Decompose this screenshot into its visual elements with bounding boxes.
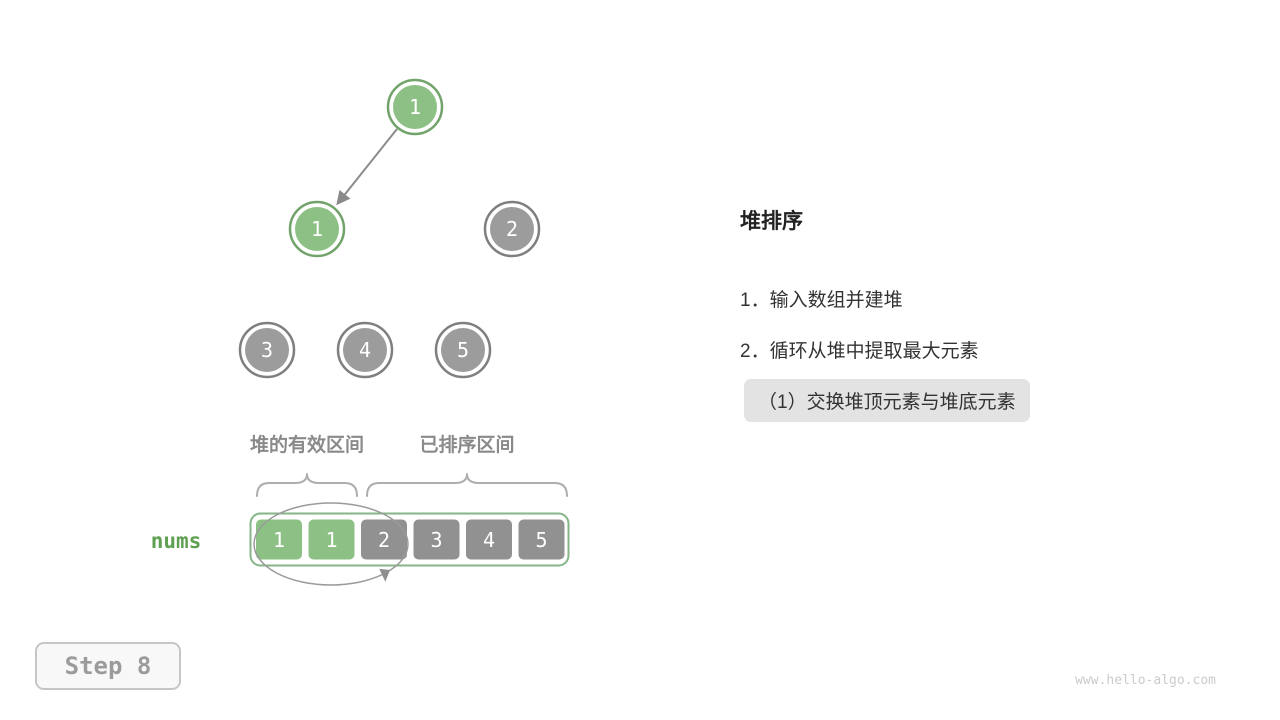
tree-node-0: 1 xyxy=(386,78,444,136)
panel-step-2: 2．循环从堆中提取最大元素 xyxy=(740,341,979,362)
node-fill xyxy=(441,328,485,372)
cell-box xyxy=(256,519,302,560)
heap-sort-diagram: 1 1 2 3 4 5 堆的有效区间 已排序区间 xyxy=(151,78,570,586)
node-value: 4 xyxy=(359,338,371,362)
node-value: 1 xyxy=(409,95,421,119)
cell-value: 5 xyxy=(535,528,547,552)
tree-edge-arrow xyxy=(336,128,398,206)
array-cell-1: 1 xyxy=(308,519,355,560)
array-cell-3: 3 xyxy=(413,519,460,560)
heap-region-brace xyxy=(256,473,358,497)
active-substep-highlight: （1）交换堆顶元素与堆底元素 xyxy=(744,379,1030,422)
array-cell-0: 1 xyxy=(256,519,302,560)
heap-region-label: 堆的有效区间 xyxy=(250,433,364,456)
swap-arrow-loop xyxy=(253,502,409,586)
node-value: 5 xyxy=(457,338,469,362)
cell-box xyxy=(466,519,512,560)
panel-title: 堆排序 xyxy=(740,210,803,233)
cell-value: 1 xyxy=(325,528,337,552)
watermark: www.hello-algo.com xyxy=(1075,673,1216,688)
node-fill xyxy=(295,207,339,251)
sorted-region-brace xyxy=(366,473,568,497)
cell-box xyxy=(308,519,355,560)
nums-array-label: nums xyxy=(151,529,202,553)
cell-box xyxy=(413,519,460,560)
array-cell-5: 5 xyxy=(518,519,565,560)
node-fill xyxy=(490,207,534,251)
panel-step-1: 1．输入数组并建堆 xyxy=(740,290,903,311)
node-fill xyxy=(393,85,437,129)
array-cell-2: 2 xyxy=(361,519,407,560)
node-fill xyxy=(245,328,289,372)
cell-box xyxy=(518,519,565,560)
cell-box xyxy=(361,519,407,560)
cell-value: 1 xyxy=(273,528,285,552)
node-value: 2 xyxy=(506,217,518,241)
array-cell-4: 4 xyxy=(466,519,512,560)
tree-node-1: 1 xyxy=(288,200,346,258)
node-fill xyxy=(343,328,387,372)
cell-value: 4 xyxy=(483,528,495,552)
node-value: 3 xyxy=(261,338,273,362)
cell-value: 2 xyxy=(378,528,390,552)
swap-arrowhead-icon xyxy=(379,568,390,582)
node-value: 1 xyxy=(311,217,323,241)
cell-value: 3 xyxy=(430,528,442,552)
sorted-region-label: 已排序区间 xyxy=(419,433,514,456)
tree-node-3: 3 xyxy=(238,321,296,379)
tree-node-5: 5 xyxy=(434,321,492,379)
tree-node-4: 4 xyxy=(336,321,394,379)
tree-node-2: 2 xyxy=(483,200,541,258)
step-badge: Step 8 xyxy=(35,642,181,690)
